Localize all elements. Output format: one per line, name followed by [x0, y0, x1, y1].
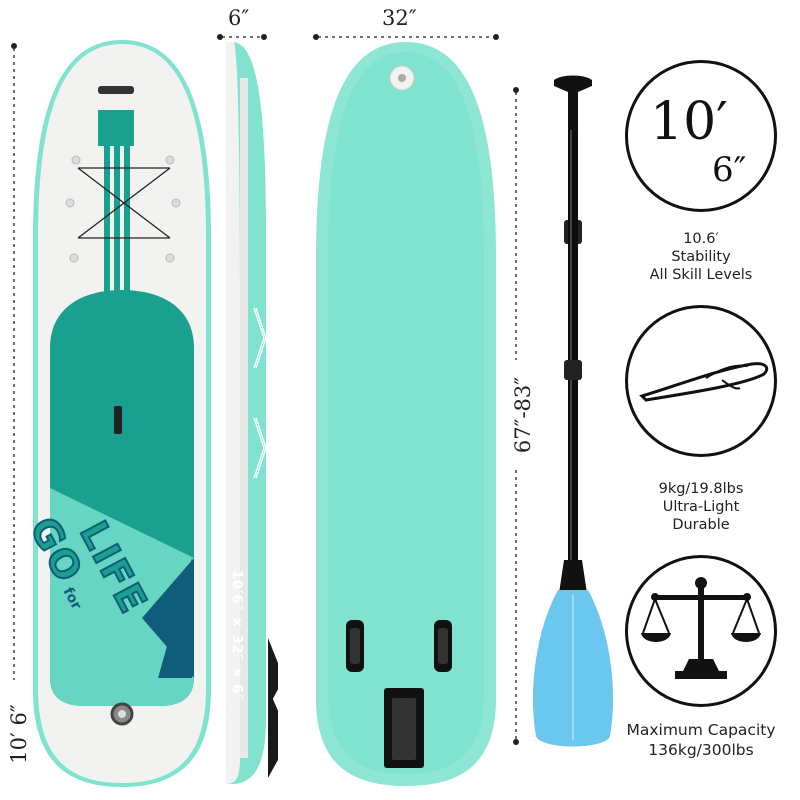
board-profile-icon — [639, 362, 769, 402]
weight-badge — [625, 305, 777, 457]
length-label: 10′ 6″ — [7, 704, 31, 764]
board-side-view — [226, 42, 278, 784]
feature-3-title: Maximum Capacity — [626, 721, 776, 739]
feature-1-line2: All Skill Levels — [649, 267, 753, 283]
scale-icon — [641, 577, 761, 679]
badge-inches: 6″ — [712, 150, 747, 190]
board-deck-view — [33, 40, 211, 787]
feature-2-title: 9kg/19.8lbs — [658, 481, 744, 497]
thickness-label: 6″ — [228, 6, 250, 30]
length-badge — [625, 60, 777, 212]
feature-2-line2: Durable — [672, 517, 730, 533]
feature-1-title: 10.6′ — [683, 231, 719, 247]
width-label: 32″ — [382, 6, 417, 30]
feature-3-text: Maximum Capacity 136kg/300lbs — [612, 720, 790, 760]
paddle-image — [532, 75, 614, 747]
feature-1-text: 10.6′ Stability All Skill Levels — [625, 230, 777, 284]
feature-1-line1: Stability — [671, 249, 731, 265]
feature-2-line1: Ultra-Light — [662, 499, 740, 515]
side-print: 10′6″ × 32″ × 6″ — [229, 570, 244, 702]
badge-feet: 10′ — [650, 92, 728, 152]
feature-3-line1: 136kg/300lbs — [648, 741, 754, 759]
feature-2-text: 9kg/19.8lbs Ultra-Light Durable — [625, 480, 777, 534]
board-bottom-view — [316, 42, 496, 786]
